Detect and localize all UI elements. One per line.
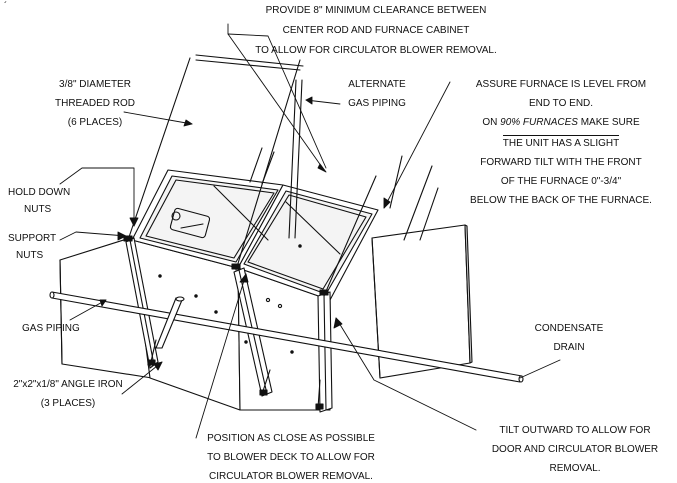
level-line-1: ASSURE FURNACE IS LEVEL FROM — [475, 79, 647, 90]
hold-down-note: HOLD DOWN NUTS — [8, 186, 70, 216]
level-line-3-suffix: MAKE SURE — [577, 117, 640, 128]
threaded-rod-line-3: (6 PLACES) — [67, 117, 123, 128]
alternate-gas-note: ALTERNATE GAS PIPING — [332, 78, 422, 110]
threaded-rod-line-1: 3/8" DIAMETER — [59, 79, 131, 90]
clearance-line-1: PROVIDE 8" MINIMUM CLEARANCE BETWEEN — [265, 5, 487, 16]
leader-lines — [59, 23, 561, 439]
alternate-gas-line-2: GAS PIPING — [348, 98, 406, 109]
condensate-line-1: CONDENSATE — [534, 323, 604, 334]
position-line-1: POSITION AS CLOSE AS POSSIBLE — [207, 433, 375, 444]
level-line-7: BELOW THE BACK OF THE FURNACE. — [470, 195, 652, 206]
angle-iron-line-1: 2"x2"x1/8" ANGLE IRON — [13, 379, 123, 390]
clearance-line-3: TO ALLOW FOR CIRCULATOR BLOWER REMOVAL. — [255, 45, 497, 56]
level-line-3-emphasis: 90% FURNACES — [500, 117, 578, 128]
alternate-gas-line-1: ALTERNATE — [348, 79, 406, 90]
level-line-3: ON 90% FURNACES MAKE SURE — [448, 116, 674, 129]
tilt-note: TILT OUTWARD TO ALLOW FOR DOOR AND CIRCU… — [476, 424, 674, 475]
level-note: ASSURE FURNACE IS LEVEL FROM END TO END.… — [448, 78, 674, 207]
hold-down-nuts — [123, 235, 329, 410]
condensate-line-2: DRAIN — [553, 342, 585, 353]
position-note: POSITION AS CLOSE AS POSSIBLE TO BLOWER … — [196, 432, 386, 483]
threaded-rod-line-2: THREADED ROD — [54, 98, 135, 109]
threaded-rods — [127, 57, 439, 409]
tilt-line-1: TILT OUTWARD TO ALLOW FOR — [499, 425, 651, 436]
level-line-5: FORWARD TILT WITH THE FRONT — [480, 157, 642, 168]
clearance-note: PROVIDE 8" MINIMUM CLEARANCE BETWEEN CEN… — [226, 4, 526, 57]
condensate-note: CONDENSATE DRAIN — [520, 322, 618, 354]
tilt-line-2: DOOR AND CIRCULATOR BLOWER — [491, 444, 659, 455]
support-line-1: SUPPORT — [8, 233, 57, 244]
hold-down-line-1: HOLD DOWN — [8, 187, 71, 198]
gas-stub — [155, 296, 185, 349]
gas-piping-note: GAS PIPING — [22, 323, 80, 334]
right-duct — [371, 224, 473, 379]
level-line-3-prefix: ON — [482, 117, 501, 128]
threaded-rod-note: 3/8" DIAMETER THREADED ROD (6 PLACES) — [48, 78, 142, 129]
valve-badge — [169, 207, 211, 239]
level-line-4: THE UNIT HAS A SLIGHT — [502, 135, 620, 150]
clearance-line-2: CENTER ROD AND FURNACE CABINET — [282, 25, 470, 36]
tilt-line-3: REMOVAL. — [549, 463, 601, 474]
angle-iron-right — [317, 291, 333, 413]
corner-mark: ´ — [4, 0, 7, 12]
position-line-2: TO BLOWER DECK TO ALLOW FOR — [207, 452, 375, 463]
angle-iron-line-2: (3 PLACES) — [40, 398, 96, 409]
level-line-2: END TO END. — [528, 98, 594, 109]
support-line-2: NUTS — [16, 250, 44, 261]
support-note: SUPPORT NUTS — [8, 232, 56, 262]
level-line-6: OF THE FURNACE 0"-3/4" — [500, 176, 622, 187]
hold-down-line-2: NUTS — [24, 204, 52, 215]
angle-iron-note: 2"x2"x1/8" ANGLE IRON (3 PLACES) — [2, 378, 134, 410]
position-line-3: CIRCULATOR BLOWER REMOVAL. — [209, 471, 373, 482]
